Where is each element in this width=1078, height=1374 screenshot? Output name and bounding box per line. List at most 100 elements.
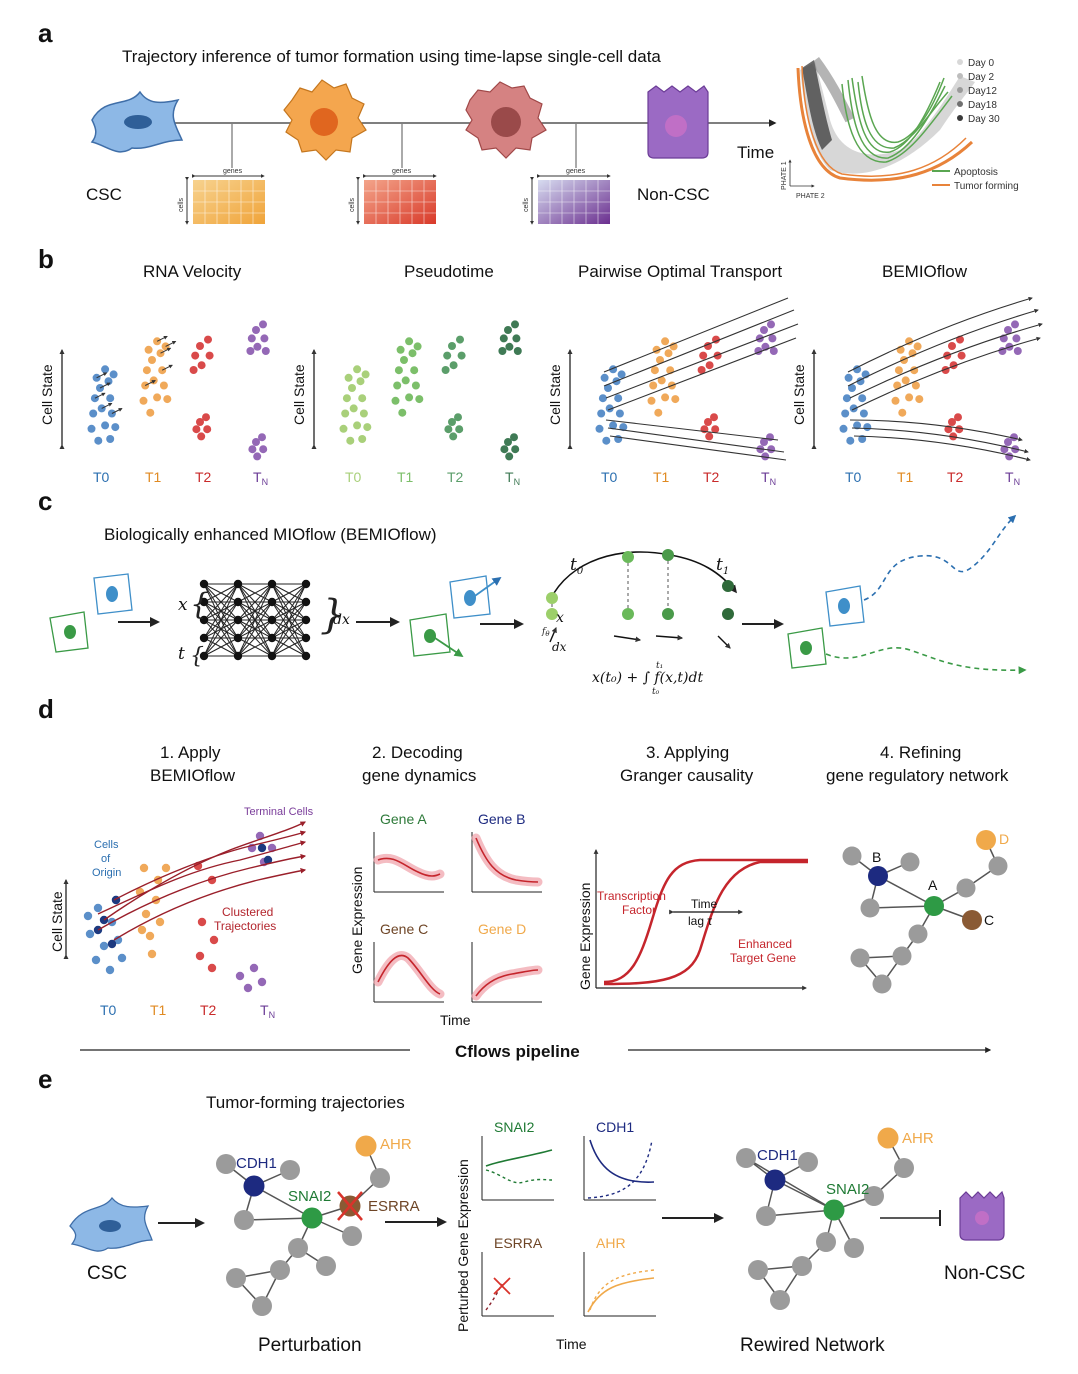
d2-xlabel: Time <box>440 1012 471 1028</box>
nn-edge <box>237 619 273 657</box>
velocity-arrow <box>161 364 173 371</box>
cell-dot <box>891 396 900 405</box>
cell-dot <box>657 376 666 385</box>
cell-dot <box>769 347 778 355</box>
nn-edge <box>271 583 307 639</box>
cell-dot <box>246 347 255 355</box>
cell-dot <box>457 351 466 360</box>
cell-dot <box>853 421 862 430</box>
nn-edge <box>203 583 239 639</box>
cell-dot <box>346 436 355 445</box>
cell-dot <box>155 917 165 927</box>
cell-dot <box>117 953 127 963</box>
cell-dot <box>139 863 149 873</box>
nn-node <box>199 615 209 625</box>
panel-d-letter: d <box>38 694 54 724</box>
transport-line <box>605 419 779 441</box>
cell-dot <box>393 381 402 390</box>
cell-dot <box>615 409 624 418</box>
timepoint-label: TN <box>505 469 520 487</box>
gene-panel: Gene C <box>373 921 445 1003</box>
perturbed-title: AHR <box>596 1235 626 1251</box>
transport-line <box>605 323 799 399</box>
gene-curve <box>377 954 441 995</box>
nn-node <box>233 579 243 589</box>
cell-dot <box>398 408 407 417</box>
heatmap-2-cells: cells <box>349 197 356 212</box>
cell-dot <box>391 396 400 405</box>
bemioflow-dots <box>83 831 277 993</box>
phate2-label: PHATE 2 <box>796 193 825 200</box>
cell-dot <box>204 335 212 344</box>
cell-dot <box>415 395 424 404</box>
day-legend-2: Day12 <box>968 86 997 97</box>
snai2-curve <box>485 1149 553 1167</box>
neural-network-icon <box>199 579 311 661</box>
ode-dx-label: dx <box>552 640 567 654</box>
cell-dot <box>93 903 103 913</box>
cdh1-curve <box>589 1139 655 1183</box>
csc-cell-icon <box>90 90 184 153</box>
perturbation-network: CDH1 SNAI2 ESRRA AHR <box>216 1135 420 1316</box>
gene-panel: Gene B <box>471 811 543 893</box>
cell-dot <box>595 424 604 433</box>
gene-confidence-band <box>471 965 543 1001</box>
cell-dot <box>761 452 770 461</box>
cell-dot <box>99 941 109 951</box>
nn-node <box>199 633 209 643</box>
ahr-curve <box>587 1277 655 1313</box>
cell-dot <box>499 334 508 343</box>
cell-dot <box>600 373 609 382</box>
ode-t0-label: t0 <box>570 555 584 577</box>
transport-line <box>847 296 1033 373</box>
cell-dot <box>849 404 858 413</box>
cell-dot <box>901 376 910 385</box>
node-c-label: C <box>984 912 994 928</box>
cell-state-label: Cell State <box>39 364 55 425</box>
cell-dot <box>196 418 204 426</box>
target-label-1: Enhanced <box>738 937 792 951</box>
cell-dot <box>768 334 777 343</box>
nn-edge <box>271 637 307 657</box>
nn-edge <box>203 583 239 603</box>
cell-dot <box>142 366 151 375</box>
panel-b: b RNA Velocity Pseudotime Pairwise Optim… <box>38 244 1043 487</box>
day-legend-4: Day 30 <box>968 114 1000 125</box>
ode-schematic: t0 t1 x fθ dx x(t₀) + ∫ f(x,t)dt t₀ t₁ <box>541 549 737 697</box>
nn-edge <box>237 601 273 657</box>
cell-dot <box>259 320 267 329</box>
lag-label-1: Time <box>691 897 718 911</box>
panel-a-letter: a <box>38 18 53 48</box>
rewired-label-cdh1: CDH1 <box>757 1147 798 1164</box>
cell-dot <box>957 351 966 360</box>
cell-dot <box>699 351 708 360</box>
velocity-arrow <box>111 408 123 414</box>
transport-line <box>853 435 1031 462</box>
cell-dot <box>500 445 509 454</box>
gene-panel: Gene A <box>373 811 445 893</box>
step2-line1: 2. Decoding <box>372 743 463 762</box>
nn-edge <box>203 637 239 657</box>
timepoint-label: T2 <box>447 469 464 485</box>
cell-dot <box>358 394 367 403</box>
cell-dot <box>411 381 420 390</box>
cell-dot <box>113 935 123 945</box>
transport-line <box>607 427 785 453</box>
cell-dot <box>513 347 522 355</box>
ode-x-label: x <box>556 610 564 626</box>
cell-dot <box>191 351 200 360</box>
cell-dot <box>349 404 358 413</box>
nn-node <box>199 597 209 607</box>
cell-dot <box>161 863 171 873</box>
transport-line <box>851 336 1041 411</box>
nn-edge <box>203 583 239 657</box>
cell-dot <box>893 381 902 390</box>
cell-dot <box>597 409 606 418</box>
gene-curve <box>475 837 539 883</box>
cell-dot <box>348 384 356 392</box>
legend-apoptosis: Apoptosis <box>954 167 998 178</box>
heatmap-1-cells: cells <box>178 197 185 212</box>
label-ahr: AHR <box>380 1136 412 1153</box>
cell-dot <box>661 337 670 346</box>
